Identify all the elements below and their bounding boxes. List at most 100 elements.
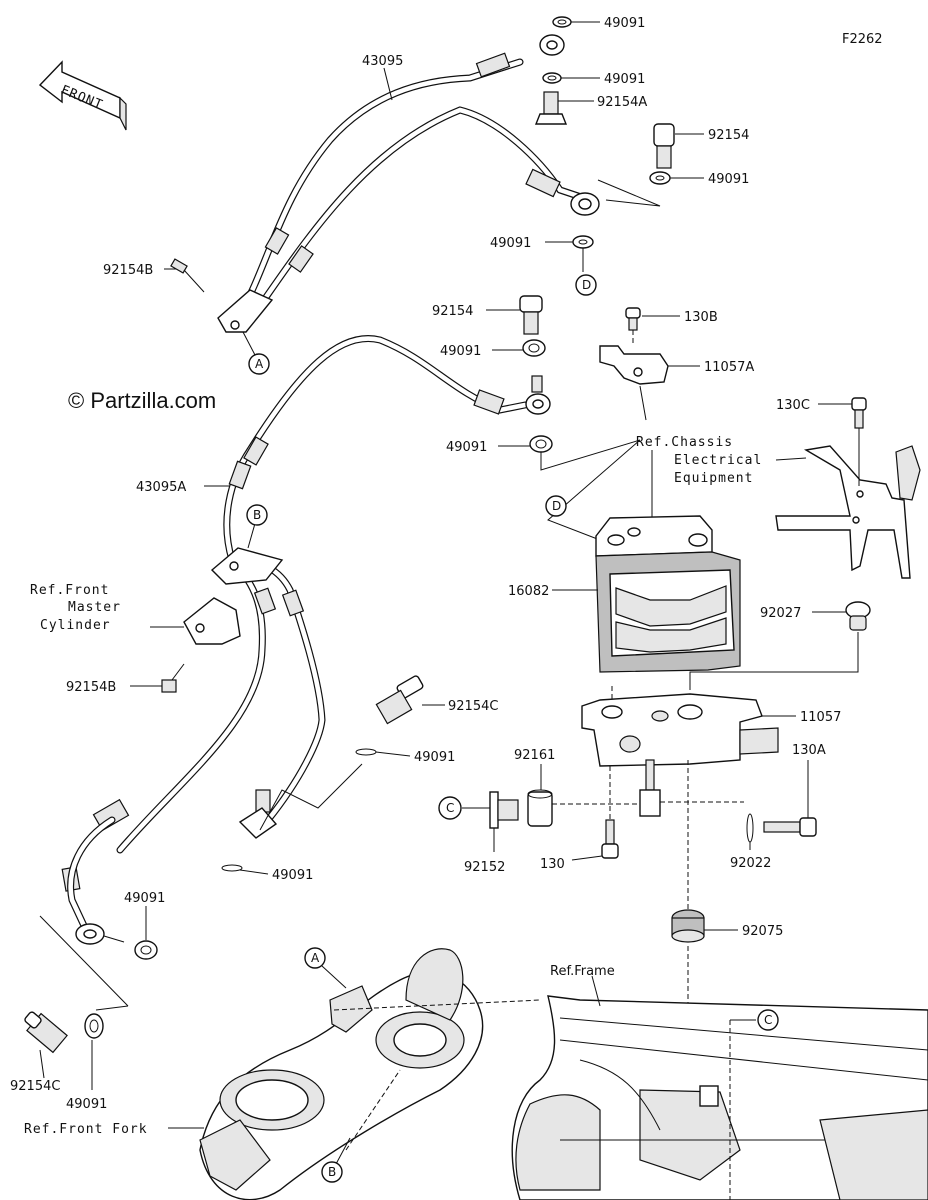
washer-92022 <box>746 813 754 843</box>
bolt-92154A <box>534 91 568 125</box>
washer-49091-center <box>355 748 377 756</box>
ref-chassis-line3: Equipment <box>674 471 753 486</box>
label-92154C-mid: 92154C <box>448 699 498 714</box>
label-92075: 92075 <box>742 924 783 939</box>
label-43095A: 43095A <box>136 480 186 495</box>
bracket-11057 <box>581 693 779 767</box>
abs-hydraulic-unit-16082[interactable] <box>595 515 741 673</box>
label-49091-a: 49091 <box>604 16 645 31</box>
label-92022: 92022 <box>730 856 771 871</box>
master-cylinder-clamp <box>183 597 241 645</box>
bolt-92154-top <box>653 123 675 169</box>
washer-49091-right <box>649 171 671 185</box>
ref-master-cylinder-line2: Master <box>68 600 121 615</box>
bleeder-92154C-bot <box>24 1011 68 1054</box>
svg-text:C: C <box>764 1013 772 1027</box>
svg-text:B: B <box>253 508 261 522</box>
label-92152: 92152 <box>464 860 505 875</box>
washer-49091-mid-b <box>529 435 553 453</box>
svg-text:B: B <box>328 1165 336 1179</box>
bolt-130 <box>601 819 619 859</box>
bolt-130A <box>763 817 817 837</box>
svg-text:A: A <box>311 951 320 965</box>
callout-d-mid: D <box>545 495 567 517</box>
banjo-fitting-right <box>570 192 600 216</box>
bolt-92154B-top <box>170 258 205 293</box>
callout-a-bot: A <box>304 947 326 969</box>
bushing-92152 <box>489 791 519 829</box>
washer-49091-mid-a <box>522 339 546 357</box>
label-49091-i: 49091 <box>124 891 165 906</box>
label-49091-g: 49091 <box>414 750 455 765</box>
svg-text:C: C <box>446 801 454 815</box>
label-92161: 92161 <box>514 748 555 763</box>
hose-clamp-a <box>217 289 274 333</box>
label-92154B-bot: 92154B <box>66 680 116 695</box>
sensor-pin <box>639 759 661 817</box>
label-130C: 130C <box>776 398 810 413</box>
label-92154B-top: 92154B <box>103 263 153 278</box>
bracket-11057A <box>599 345 669 385</box>
label-49091-e: 49091 <box>440 344 481 359</box>
callout-a-top: A <box>248 353 270 375</box>
grommet-92027 <box>845 601 871 631</box>
bolt-92154B-bot <box>161 663 185 693</box>
label-92154-mid: 92154 <box>432 304 473 319</box>
brake-hose-43095[interactable] <box>236 52 594 324</box>
washer-49091-center-low <box>221 864 243 872</box>
collar-92161 <box>527 789 553 827</box>
callout-c-bot: C <box>757 1009 779 1031</box>
brake-hose-43095A[interactable] <box>61 335 529 934</box>
frame-reference <box>511 995 928 1200</box>
bolt-130C <box>851 397 867 429</box>
electrical-equipment-bracket <box>775 445 921 579</box>
ref-frame: Ref.Frame <box>550 964 615 979</box>
hose-joint-b <box>210 547 284 585</box>
label-43095: 43095 <box>362 54 403 69</box>
ref-master-cylinder-line1: Ref.Front <box>30 583 109 598</box>
washer-49091-second <box>542 72 562 84</box>
banjo-fitting-lower-left <box>75 923 125 945</box>
washer-49091-lower <box>572 235 594 249</box>
bolt-92154-mid <box>519 295 543 335</box>
banjo-fitting-center <box>238 789 278 839</box>
washer-49091-bot <box>84 1013 104 1039</box>
label-92027: 92027 <box>760 606 801 621</box>
banjo-fitting-top <box>539 34 565 56</box>
label-92154-top: 92154 <box>708 128 749 143</box>
svg-text:D: D <box>582 278 591 292</box>
label-49091-d: 49091 <box>490 236 531 251</box>
front-arrow-icon: FRONT <box>38 60 127 131</box>
washer-49091-lower-left <box>134 940 158 960</box>
callout-c-mid: C <box>438 796 462 820</box>
ref-front-fork: Ref.Front Fork <box>24 1122 148 1137</box>
label-49091-f: 49091 <box>446 440 487 455</box>
washer-49091-top <box>552 16 572 28</box>
label-49091-c: 49091 <box>708 172 749 187</box>
label-16082: 16082 <box>508 584 549 599</box>
copyright-text: © Partzilla.com <box>68 388 216 413</box>
grommet-92075 <box>671 909 705 943</box>
ref-chassis-line2: Electrical <box>674 453 762 468</box>
label-92154A: 92154A <box>597 95 647 110</box>
label-130B: 130B <box>684 310 718 325</box>
ref-master-cylinder-line3: Cylinder <box>40 618 111 633</box>
ref-chassis-line1: Ref.Chassis <box>636 435 733 450</box>
callout-d-top: D <box>575 274 597 296</box>
figure-code: F2262 <box>842 32 883 47</box>
bleeder-92154C-mid <box>375 675 424 725</box>
label-49091-j: 49091 <box>66 1097 107 1112</box>
label-130: 130 <box>540 857 565 872</box>
label-130A: 130A <box>792 743 826 758</box>
label-92154C-bot: 92154C <box>10 1079 60 1094</box>
callout-b-mid: B <box>246 504 268 526</box>
svg-text:A: A <box>255 357 264 371</box>
svg-text:D: D <box>552 499 561 513</box>
banjo-fitting-mid <box>525 375 551 415</box>
front-fork-reference <box>199 948 484 1200</box>
callout-b-bot: B <box>321 1161 343 1183</box>
label-11057A: 11057A <box>704 360 754 375</box>
label-49091-h: 49091 <box>272 868 313 883</box>
bolt-130B <box>625 307 641 331</box>
